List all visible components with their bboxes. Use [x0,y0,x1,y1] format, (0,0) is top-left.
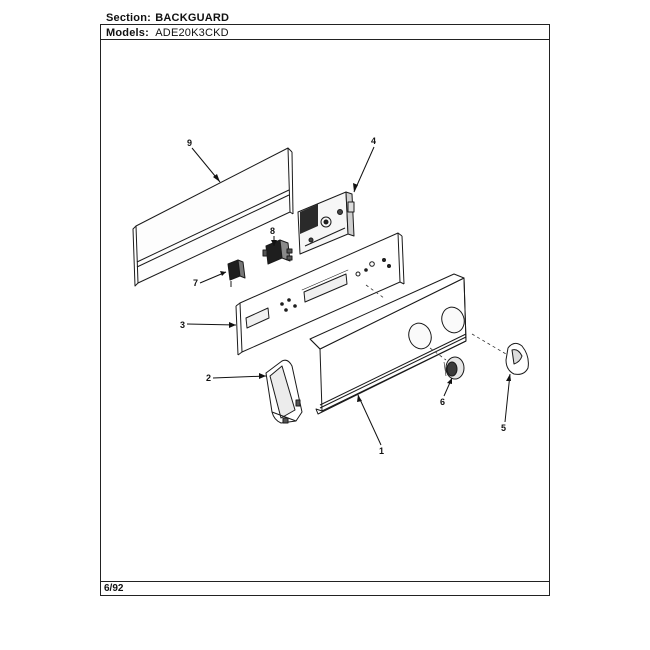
part-2-end-cap [265,359,303,424]
alignment-lines [365,284,507,361]
callout-8: 8 [270,226,275,236]
leader-arrowheads [213,174,511,402]
callout-5: 5 [501,423,506,433]
footer-separator [100,581,550,582]
callout-1: 1 [379,446,384,456]
part-4-timer [297,191,355,255]
part-7-terminal-block [227,259,246,287]
title-separator [100,39,550,40]
footer-date: 6/92 [104,583,124,594]
callout-3: 3 [180,320,185,330]
part-9-rear-panel [132,147,294,287]
section-header: Section: BACKGUARD [106,12,229,24]
models-value: ADE20K3CKD [155,27,229,39]
part-3-control-panel [235,232,405,356]
part-5-knob [505,342,529,375]
callout-6: 6 [440,397,445,407]
section-value: BACKGUARD [155,12,230,24]
part-8-switch [262,239,293,265]
models-label: Models: [106,27,149,39]
callout-4: 4 [371,136,376,146]
section-label: Section: [106,12,151,24]
callout-9: 9 [187,138,192,148]
part-6-knob [443,356,465,380]
callout-7: 7 [193,278,198,288]
diagram-frame [100,24,550,596]
part-1-backguard-front [309,273,467,415]
callout-2: 2 [206,373,211,383]
models-header: Models: ADE20K3CKD [106,27,229,39]
